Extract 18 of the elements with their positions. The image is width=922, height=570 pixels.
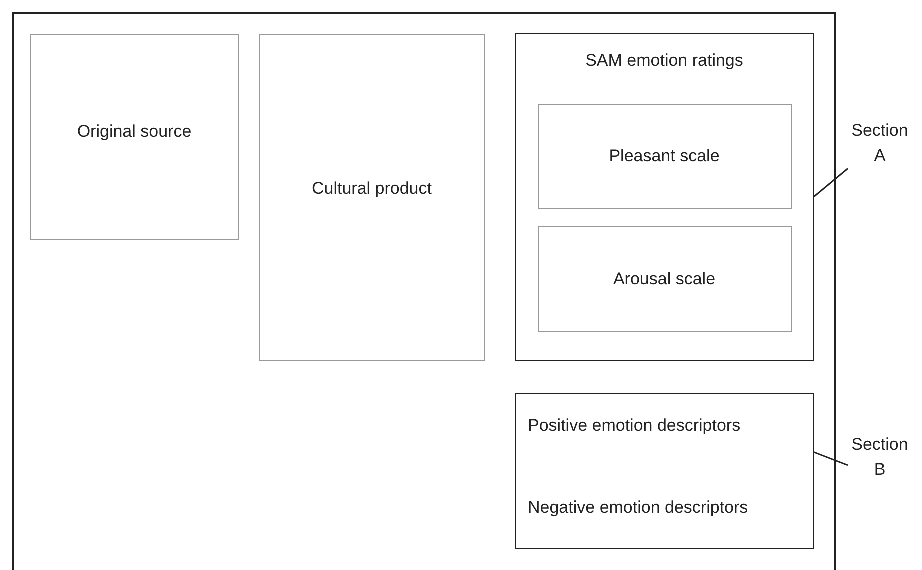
section-label: Section B — [850, 434, 910, 481]
box-label: Pleasant scale — [608, 146, 721, 166]
box-label: Arousal scale — [612, 268, 717, 289]
text-box — [30, 34, 239, 240]
box-label: Negative emotion descriptors — [528, 497, 748, 518]
box-label: Positive emotion descriptors — [528, 415, 741, 436]
leader-line — [814, 168, 848, 198]
frame-box — [12, 12, 836, 570]
section-box — [515, 33, 814, 361]
section-heading: SAM emotion ratings — [584, 50, 744, 71]
text-box — [538, 104, 792, 208]
leader-line — [814, 452, 848, 466]
box-label: Original source — [76, 121, 193, 142]
text-box — [259, 34, 485, 361]
section-label: Section A — [850, 120, 910, 167]
section-box — [515, 393, 814, 549]
text-box — [538, 226, 792, 332]
box-label: Cultural product — [310, 178, 433, 199]
